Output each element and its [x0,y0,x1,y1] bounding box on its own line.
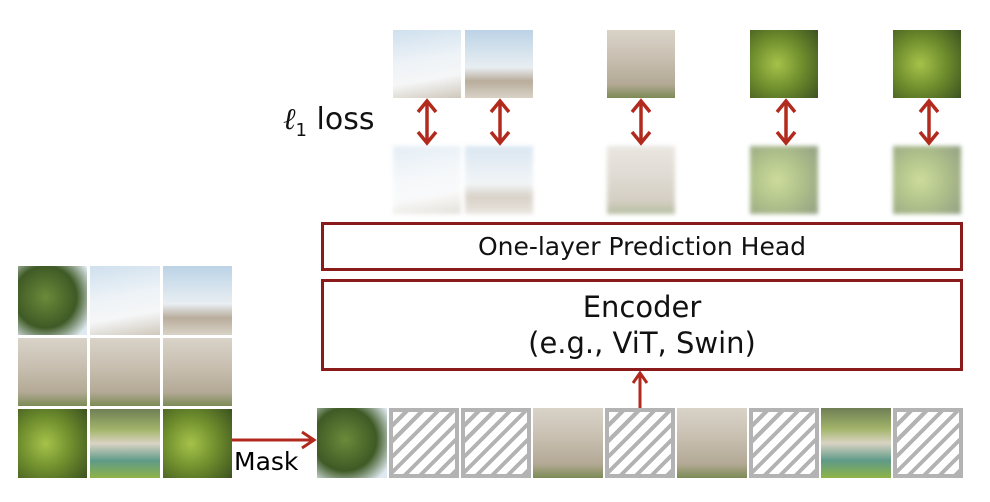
double-arrow-icon [416,98,438,146]
target-patch [465,30,533,98]
predicted-patch [607,146,675,214]
loss-symbol: ℓ [283,102,296,137]
patch [90,337,160,407]
patch [18,266,88,335]
prediction-head-box: One-layer Prediction Head [321,222,963,271]
patch [162,409,232,478]
encoder-box: Encoder (e.g., ViT, Swin) [321,279,963,371]
visible-patch [533,408,603,478]
loss-subscript: 1 [295,120,307,141]
target-patch [750,30,818,98]
input-image-grid [18,266,232,478]
visible-patch [317,408,387,478]
target-patch [893,30,961,98]
loss-label: ℓ1 loss [283,102,374,141]
target-patch [393,30,461,98]
up-arrow [631,370,649,408]
loss-text: loss [316,102,375,137]
patch [18,337,88,407]
double-arrow-icon [918,98,940,146]
masked-patch [749,408,819,478]
masked-patch [461,408,531,478]
masked-patch [605,408,675,478]
patch [162,266,232,335]
patch [162,337,232,407]
prediction-head-label: One-layer Prediction Head [477,232,807,261]
double-arrow-icon [630,98,652,146]
patch [90,266,160,335]
loss-arrows [416,98,940,146]
visible-patch [821,408,891,478]
masked-patch [389,408,459,478]
target-patch [607,30,675,98]
masked-patch [893,408,963,478]
predicted-patch [750,146,818,214]
token-row [317,408,963,478]
predicted-patch [393,146,461,214]
double-arrow-icon [775,98,797,146]
mask-arrow [232,430,317,450]
encoder-subtitle: (e.g., ViT, Swin) [528,326,756,360]
encoder-title: Encoder [582,290,702,324]
patch [90,409,160,478]
predicted-patch [465,146,533,214]
double-arrow-icon [489,98,511,146]
visible-patch [677,408,747,478]
mask-label: Mask [234,447,299,476]
patch [18,409,88,478]
predicted-patch [893,146,961,214]
